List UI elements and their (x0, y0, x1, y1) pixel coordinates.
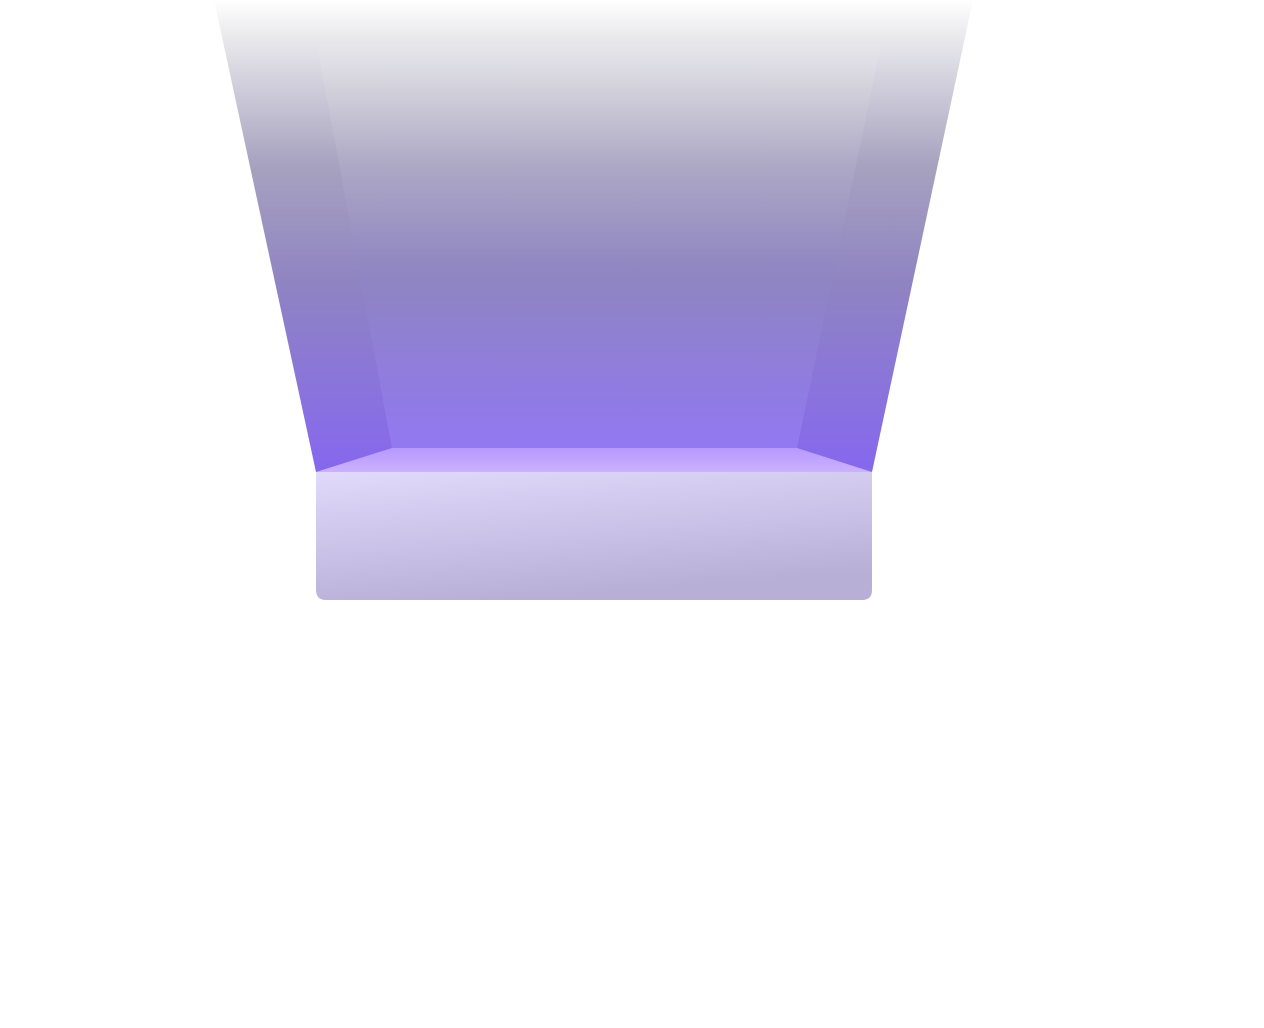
platform-box (316, 472, 872, 600)
inner-light-beam (316, 40, 882, 448)
platform-top-face (316, 448, 872, 472)
